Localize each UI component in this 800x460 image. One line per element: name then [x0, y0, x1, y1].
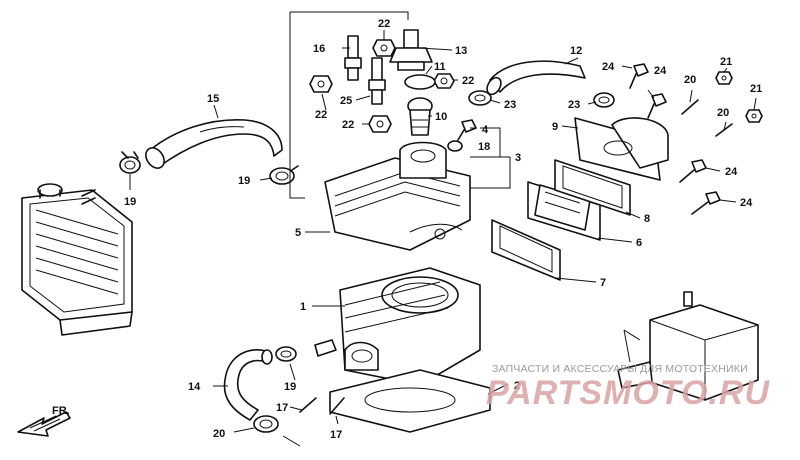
clamp-19-upper-left	[119, 151, 141, 174]
callout-3: 3	[515, 152, 521, 164]
bolt-24-a	[629, 63, 649, 89]
clamp-23-center	[468, 90, 492, 106]
callout-21-a: 21	[720, 56, 732, 68]
gasket-7	[491, 219, 561, 281]
bolt-24-c	[679, 159, 707, 183]
callout-23-b: 23	[568, 99, 580, 111]
stud-20-a	[681, 99, 699, 115]
radiator	[21, 183, 133, 336]
watermark: ЗАПЧАСТИ И АКСЕССУАРЫ ДЛЯ МОТОТЕХНИКИ PA…	[486, 363, 770, 412]
callout-10: 10	[435, 111, 447, 123]
stud-17-a	[299, 397, 317, 413]
callout-1: 1	[300, 301, 306, 313]
callout-21-b: 21	[750, 83, 762, 95]
nut-22-left	[309, 75, 333, 93]
nut-21-b	[745, 109, 763, 123]
callout-22-a: 22	[378, 18, 390, 30]
washer-18	[447, 140, 463, 152]
watermark-tagline: ЗАПЧАСТИ И АКСЕССУАРЫ ДЛЯ МОТОТЕХНИКИ	[492, 363, 748, 375]
callout-12: 12	[570, 45, 582, 57]
nut-21-a	[715, 71, 733, 85]
callout-23-a: 23	[504, 99, 516, 111]
clamp-19-lower	[253, 415, 279, 433]
callout-16: 16	[313, 43, 325, 55]
nut-22-mid	[368, 115, 392, 133]
hose-15	[145, 118, 283, 169]
base-gasket-2	[329, 369, 491, 433]
thermostat-cover-13	[389, 29, 433, 71]
callout-6: 6	[636, 237, 642, 249]
callout-19-d: 20	[213, 428, 225, 440]
bolt-4	[457, 119, 477, 141]
intake-manifold-9	[574, 117, 669, 181]
cylinder-head-5	[324, 141, 471, 251]
front-label: FR.	[52, 405, 70, 417]
callout-4: 4	[482, 124, 489, 136]
callout-22-b: 22	[315, 109, 327, 121]
o-ring-11	[404, 74, 436, 90]
callout-15: 15	[207, 93, 219, 105]
callout-24-c: 24	[725, 166, 738, 178]
callout-9: 9	[552, 121, 558, 133]
callout-17-b: 17	[330, 429, 342, 441]
hose-14	[223, 349, 273, 421]
callout-19-b: 19	[238, 175, 250, 187]
reservoir-tank	[617, 291, 759, 401]
callout-24-d: 24	[740, 197, 753, 209]
callout-25: 25	[340, 95, 352, 107]
callout-22-c: 22	[342, 119, 354, 131]
callout-17-a: 17	[276, 402, 288, 414]
bolt-24-b	[647, 93, 667, 119]
callout-2: 2	[514, 380, 520, 392]
stud-17-b	[329, 397, 345, 415]
gasket-8	[554, 159, 631, 216]
clamp-23-right	[593, 92, 615, 108]
leader-lines	[129, 30, 757, 447]
callout-20-a: 20	[684, 74, 696, 86]
callout-24-a: 24	[602, 61, 615, 73]
callout-18: 18	[478, 141, 490, 153]
callout-14: 14	[188, 381, 201, 393]
cylinder-1	[314, 267, 481, 386]
callout-7: 7	[600, 277, 606, 289]
callout-8: 8	[644, 213, 650, 225]
clamp-19-upper-right	[269, 165, 299, 185]
thermostat-10	[407, 97, 433, 136]
nut-22-top	[372, 39, 396, 57]
callout-19-c: 19	[284, 381, 296, 393]
spark-plug-16	[344, 35, 362, 81]
callout-22-d: 22	[462, 75, 474, 87]
clamp-19-mid	[275, 346, 297, 362]
callout-labels: 1 2 3 4 5 6 7 8 9 10 11 12 13 14 15 16 1…	[124, 18, 762, 441]
spark-plug-25	[368, 57, 386, 105]
front-direction-arrow: FR.	[17, 405, 71, 437]
callout-11: 11	[434, 61, 446, 73]
nut-22-right	[433, 73, 455, 89]
callout-19-a: 19	[124, 196, 136, 208]
bolt-24-d	[691, 191, 721, 215]
hose-12	[486, 60, 586, 96]
callout-20-b: 20	[717, 107, 729, 119]
watermark-brand: PARTSMOTO.RU	[486, 374, 770, 412]
callout-5: 5	[295, 227, 301, 239]
callout-13: 13	[455, 45, 467, 57]
callout-24-b: 24	[654, 65, 667, 77]
